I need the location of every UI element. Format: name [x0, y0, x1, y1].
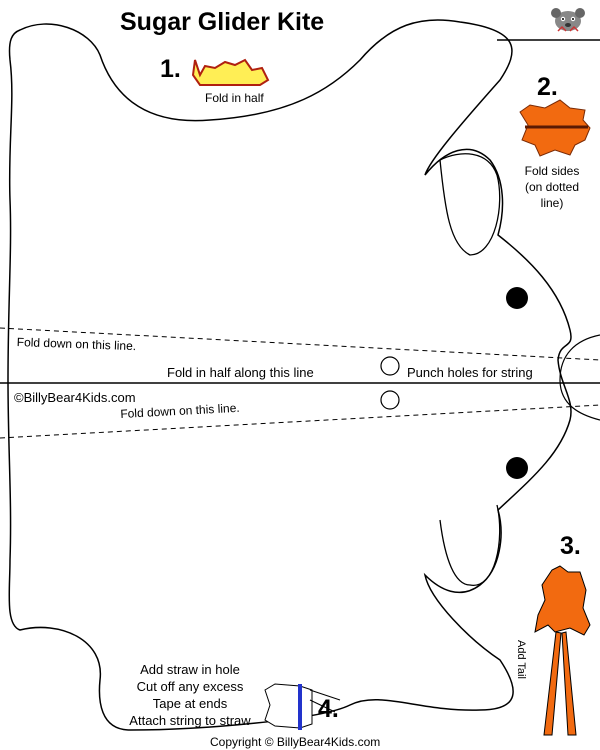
step-1-caption: Fold in half [205, 91, 264, 105]
step-2-caption: Fold sides (on dotted line) [522, 163, 582, 211]
brand-label: ©BillyBear4Kids.com [14, 390, 136, 405]
step-4-instructions: Add straw in hole Cut off any excess Tap… [110, 661, 270, 729]
eye-top [506, 287, 528, 309]
eye-bottom [506, 457, 528, 479]
step-3-number: 3. [560, 532, 581, 560]
fold-center-label: Fold in half along this line [167, 365, 314, 380]
step-2-caption-line-1: Fold sides [524, 164, 580, 178]
step-1-number: 1. [160, 55, 181, 83]
punch-holes-label: Punch holes for string [407, 365, 533, 380]
footer-copyright: Copyright © BillyBear4Kids.com [210, 735, 381, 749]
punch-hole-bottom [380, 390, 400, 410]
step-4-number: 4. [318, 695, 339, 723]
page-title: Sugar Glider Kite [120, 8, 325, 36]
step-3-caption: Add Tail [515, 640, 527, 679]
step-2-number: 2. [537, 73, 558, 101]
step-4-line-4: Attach string to straw [129, 713, 251, 728]
step-4-line-2: Cut off any excess [136, 679, 244, 694]
step-2-caption-line-2: (on dotted [524, 180, 580, 194]
step-4-line-1: Add straw in hole [140, 662, 240, 677]
step-2-caption-line-3: line) [540, 196, 564, 210]
step-4-line-3: Tape at ends [152, 696, 228, 711]
bear-face-icon [551, 8, 585, 32]
punch-hole-top [380, 356, 400, 376]
